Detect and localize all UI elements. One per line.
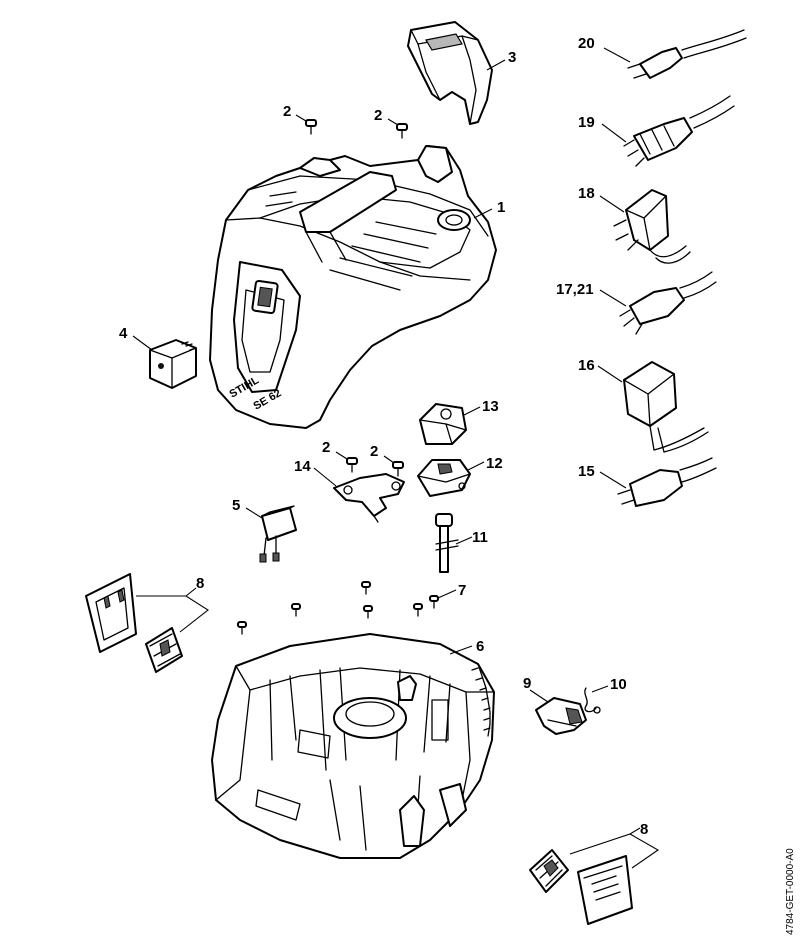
callout-10: 10 (610, 676, 627, 693)
part-14-bracket (333, 473, 405, 523)
plug-18-uk (613, 189, 691, 264)
part-1-top-housing: STIHL SE 62 (209, 145, 497, 429)
callout-4: 4 (119, 325, 128, 342)
part-2-screw-mid-left (346, 457, 358, 473)
callout-11: 11 (472, 529, 488, 546)
callout-2: 2 (370, 443, 378, 460)
callout-7: 7 (458, 582, 466, 599)
part-2-screw-top-right (396, 123, 408, 139)
callout-1: 1 (497, 199, 505, 216)
plug-15-schuko (617, 457, 717, 507)
part-9-lever (535, 697, 587, 735)
callout-8: 8 (640, 821, 648, 838)
document-code: 4784-GET-0000-A0 (785, 848, 796, 935)
plug-20-euro-2pin (627, 29, 747, 79)
part-11-pin (435, 513, 459, 573)
part-8-cover-upper (85, 573, 137, 653)
part-3-holder (407, 21, 493, 125)
callout-2: 2 (283, 103, 291, 120)
plug-17-21-australian (619, 271, 717, 335)
callout-8: 8 (196, 575, 204, 592)
callout-9: 9 (523, 675, 531, 692)
part-13-cap (419, 403, 467, 445)
part-12-guide (417, 459, 471, 497)
part-8-cover-lower (577, 855, 633, 925)
callout-2: 2 (374, 107, 382, 124)
callout-5: 5 (232, 497, 240, 514)
callout-18: 18 (578, 185, 595, 202)
callout-14: 14 (294, 458, 311, 475)
callout-15: 15 (578, 463, 595, 480)
callout-17-21: 17,21 (556, 281, 594, 298)
part-4-rocker-switch (149, 339, 197, 389)
part-5-capacitor (259, 505, 297, 563)
callout-6: 6 (476, 638, 484, 655)
callout-16: 16 (578, 357, 595, 374)
part-2-screw-mid-right (392, 461, 404, 477)
callout-19: 19 (578, 114, 595, 131)
part-8-seal-lower (529, 849, 569, 893)
part-6-lower-housing (211, 633, 495, 859)
plug-16-uk-large (623, 361, 709, 453)
callout-labels: 1 2 2 2 2 3 4 5 6 7 8 8 9 10 11 12 13 14… (119, 35, 648, 838)
callout-2: 2 (322, 439, 330, 456)
callout-3: 3 (508, 49, 516, 66)
callout-20: 20 (578, 35, 595, 52)
callout-12: 12 (486, 455, 503, 472)
part-10-spring (584, 687, 601, 714)
plug-19-swiss-3pin (623, 95, 735, 167)
part-8-seal-upper (145, 627, 183, 673)
part-7-screws (237, 581, 439, 635)
part-2-screw-top-left (305, 119, 317, 135)
callout-13: 13 (482, 398, 499, 415)
